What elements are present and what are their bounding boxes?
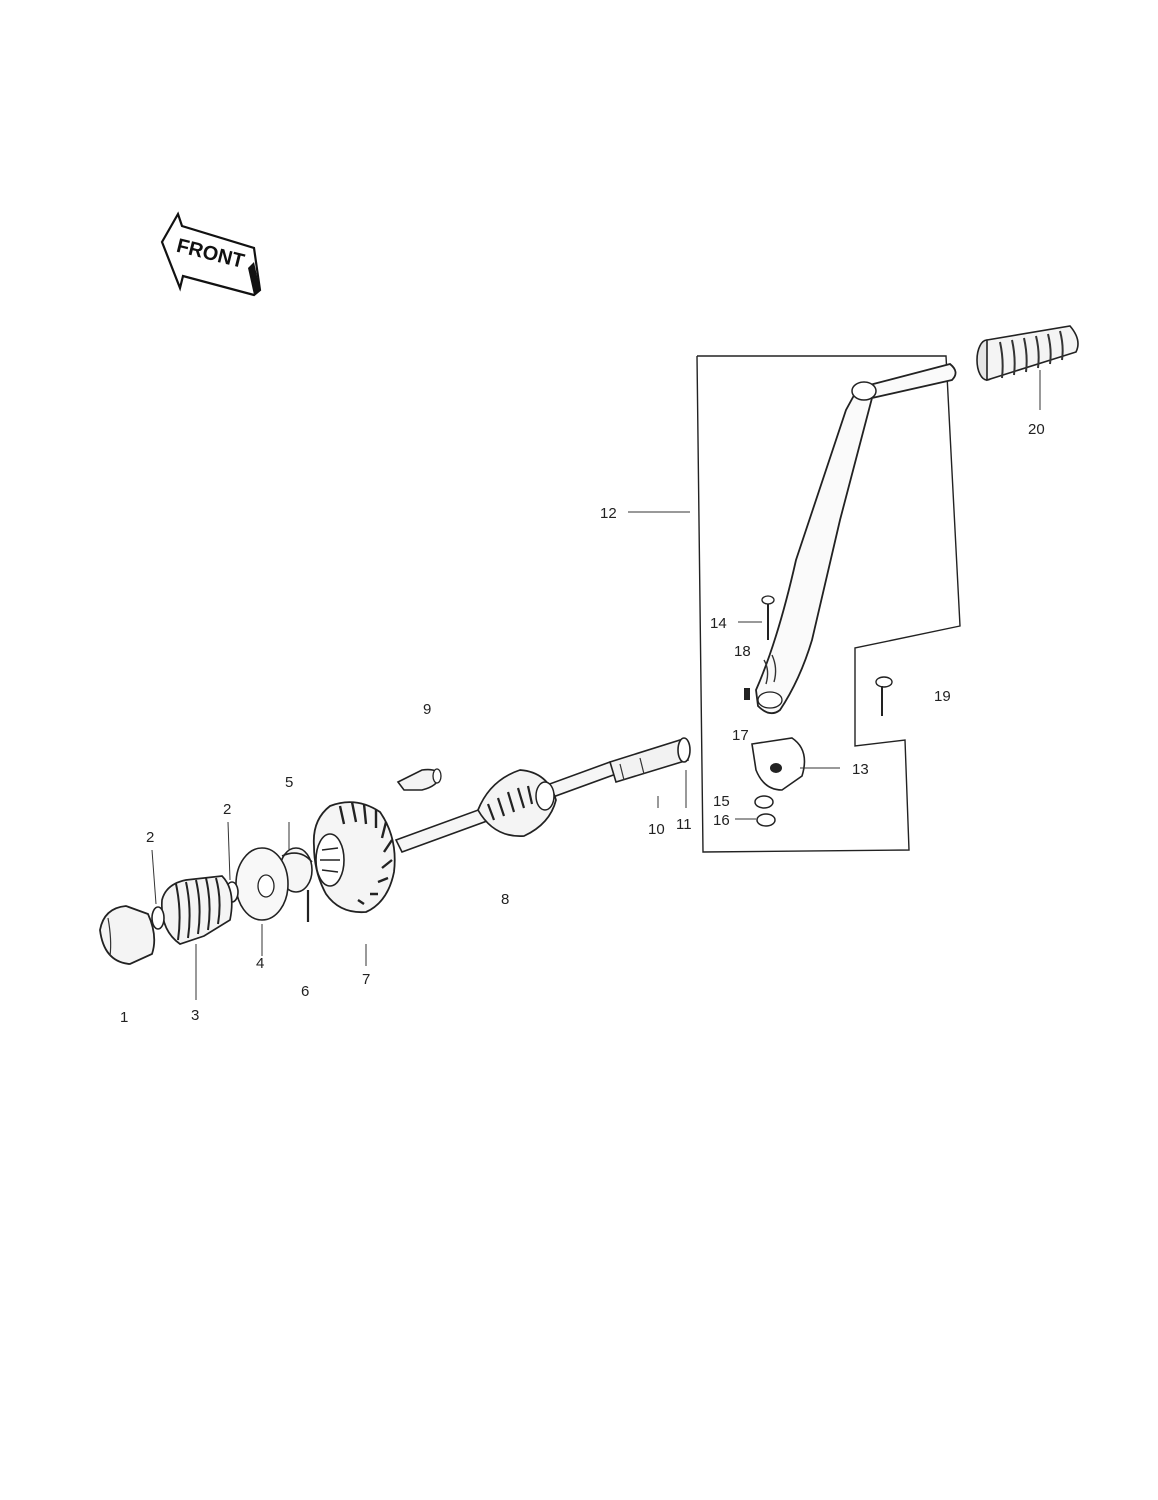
callout-17: 17 (732, 727, 749, 744)
kick-pawl (396, 768, 442, 791)
callout-7: 7 (362, 971, 370, 988)
kick-shaft (394, 737, 691, 853)
callout-3: 3 (191, 1007, 199, 1024)
callout-1: 1 (120, 1009, 128, 1026)
callout-numbers: 1 2 2 3 4 5 6 7 8 9 10 11 12 13 14 15 16… (120, 421, 1045, 1026)
callout-15: 15 (713, 793, 730, 810)
callout-2-outer: 2 (146, 829, 154, 846)
return-spring (160, 875, 233, 1000)
leader-lines (365, 511, 840, 966)
callout-2-inner: 2 (223, 801, 231, 818)
callout-11: 11 (676, 816, 692, 833)
callout-20: 20 (1028, 421, 1045, 438)
circlip-outer (151, 849, 165, 930)
spring-guide (99, 905, 156, 965)
pedal-hardware (744, 595, 893, 827)
callout-12: 12 (600, 505, 617, 522)
callout-10: 10 (648, 821, 665, 838)
callout-6: 6 (301, 983, 309, 1000)
callout-18: 18 (734, 643, 751, 660)
callout-19: 19 (934, 688, 951, 705)
pedal-group-outline (696, 355, 961, 853)
callout-4: 4 (256, 955, 264, 972)
front-arrow: FRONT (160, 211, 262, 297)
callout-5: 5 (285, 774, 293, 791)
kick-pedal-arm (755, 363, 957, 715)
callout-13: 13 (852, 761, 869, 778)
callout-8: 8 (501, 891, 509, 908)
pedal-rubber (976, 325, 1079, 410)
callout-16: 16 (713, 812, 730, 829)
kick-gear (312, 801, 396, 914)
callout-9: 9 (423, 701, 431, 718)
callout-14: 14 (710, 615, 727, 632)
thrust-washer (235, 847, 289, 956)
